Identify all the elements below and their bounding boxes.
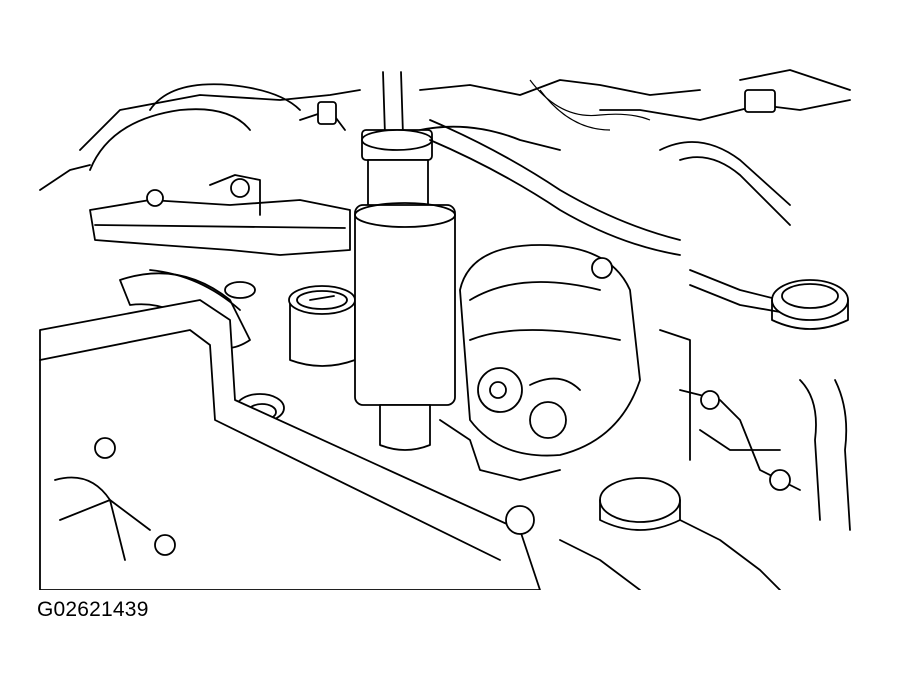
reservoir-cap xyxy=(505,477,681,535)
intake-bracket xyxy=(89,174,351,256)
pressure-gauge xyxy=(288,285,356,367)
valve-cover xyxy=(39,299,541,590)
figure-id-label: G02621439 xyxy=(37,598,149,621)
alternator xyxy=(439,244,641,481)
wire-harness xyxy=(429,79,791,313)
lower-right-components xyxy=(559,329,851,590)
engine-bay-illustration xyxy=(39,69,851,590)
radiator-cap xyxy=(771,279,849,330)
upper-engine-clutter xyxy=(39,69,851,191)
special-service-tool xyxy=(354,71,456,451)
